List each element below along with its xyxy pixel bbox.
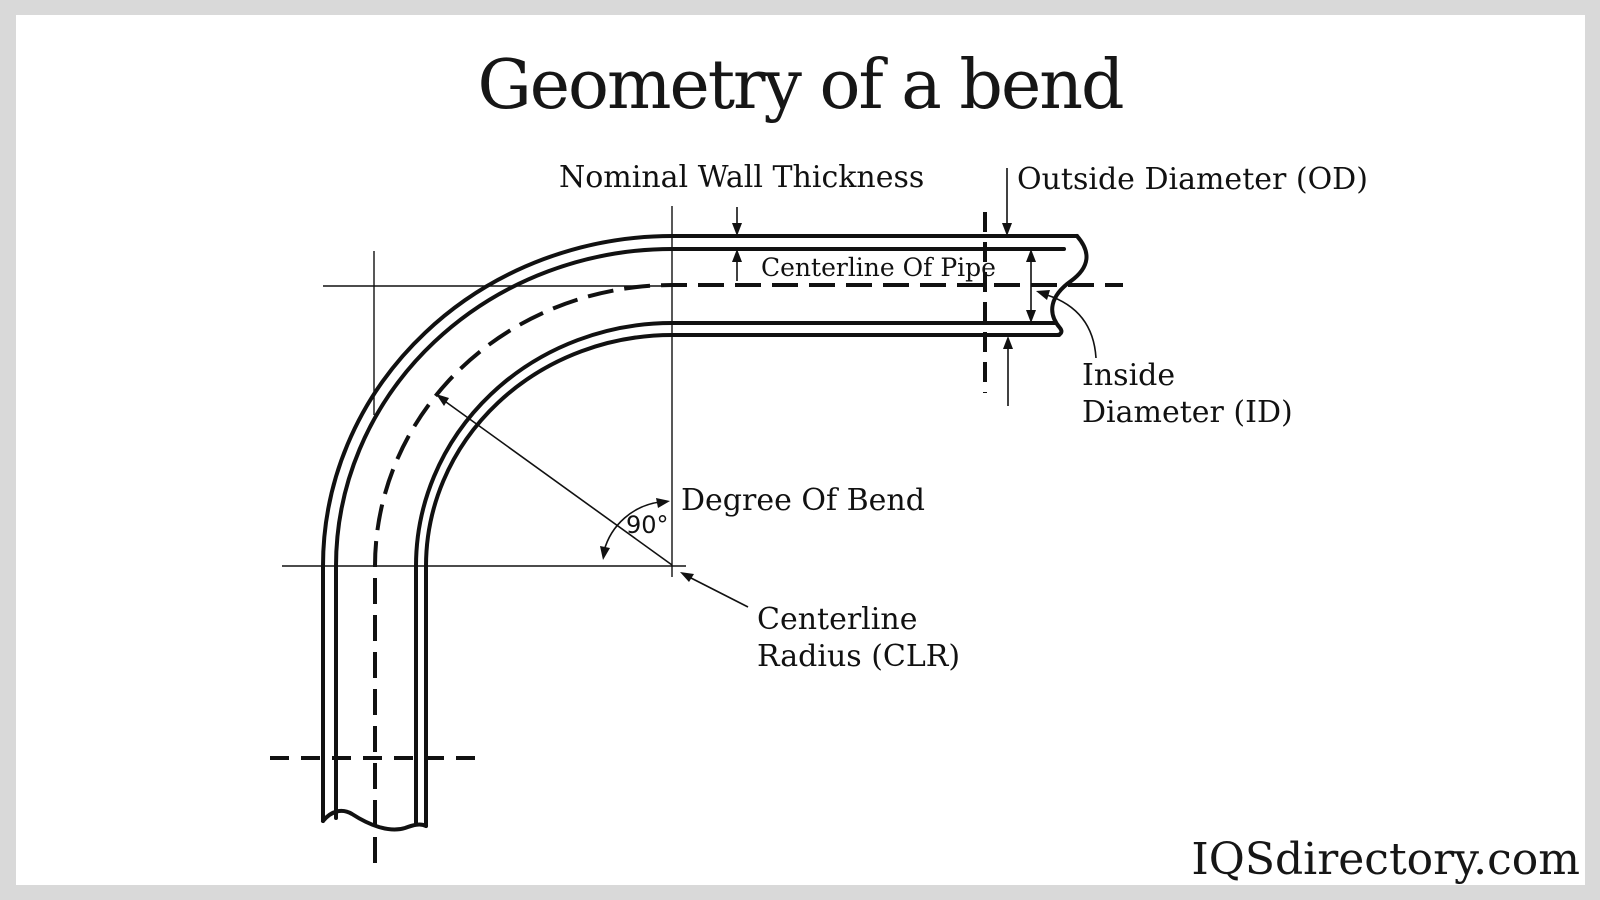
pipe-inner-wall-right-bottom — [414, 321, 1058, 825]
pipe-walls — [321, 234, 1089, 832]
label-bend-angle-value: 90° — [626, 511, 669, 539]
label-centerline-radius-line1: Centerline — [757, 602, 918, 637]
arrowheads — [436, 223, 1050, 582]
id-leader-curve — [1046, 294, 1097, 359]
wall-thickness-arrowhead-down — [732, 223, 742, 236]
id-leader-arrowhead — [1036, 290, 1050, 300]
id-arrowhead-down — [1026, 310, 1036, 323]
label-nominal-wall-thickness: Nominal Wall Thickness — [559, 160, 925, 195]
radius-arrowhead — [436, 394, 449, 406]
label-centerline-radius-line2: Radius (CLR) — [757, 639, 961, 674]
pipe-inner-wall-left-top — [334, 247, 1066, 820]
label-inside-diameter-line1: Inside — [1082, 358, 1176, 393]
bend-arc-arrowhead-down — [600, 546, 610, 560]
centerline-radius-line — [445, 401, 673, 566]
label-inside-diameter-line2: Diameter (ID) — [1082, 395, 1293, 430]
od-arrowhead-down — [1002, 223, 1012, 236]
label-centerline-radius: Centerline Radius (CLR) — [757, 601, 960, 675]
pipe-outer-wall-right-bottom — [424, 333, 1061, 828]
diagram-canvas — [16, 15, 1585, 885]
diagram-title: Geometry of a bend — [477, 46, 1124, 125]
label-centerline-of-pipe: Centerline Of Pipe — [761, 253, 996, 282]
clr-leader-line — [690, 577, 749, 608]
wall-thickness-arrowhead-up — [732, 249, 742, 262]
clr-leader-arrowhead — [680, 572, 694, 582]
watermark-text: IQSdirectory.com — [1191, 834, 1580, 885]
id-arrowhead-up — [1026, 249, 1036, 262]
label-outside-diameter: Outside Diameter (OD) — [1017, 162, 1368, 197]
pipe-break-line-right — [1050, 234, 1089, 337]
bend-arc-arrowhead-right — [656, 498, 670, 508]
pipe-centerline-dashed — [373, 283, 1123, 863]
pipe-break-line-bottom — [321, 808, 428, 832]
od-arrowhead-up — [1003, 336, 1013, 349]
label-inside-diameter: Inside Diameter (ID) — [1082, 357, 1293, 431]
degree-of-bend-arc — [603, 501, 661, 552]
pipe-outer-wall-left-top — [321, 234, 1079, 823]
dimension-lines — [445, 168, 1097, 608]
construction-lines — [282, 206, 686, 577]
dashed-lines — [270, 212, 1123, 863]
label-degree-of-bend: Degree Of Bend — [681, 483, 925, 518]
